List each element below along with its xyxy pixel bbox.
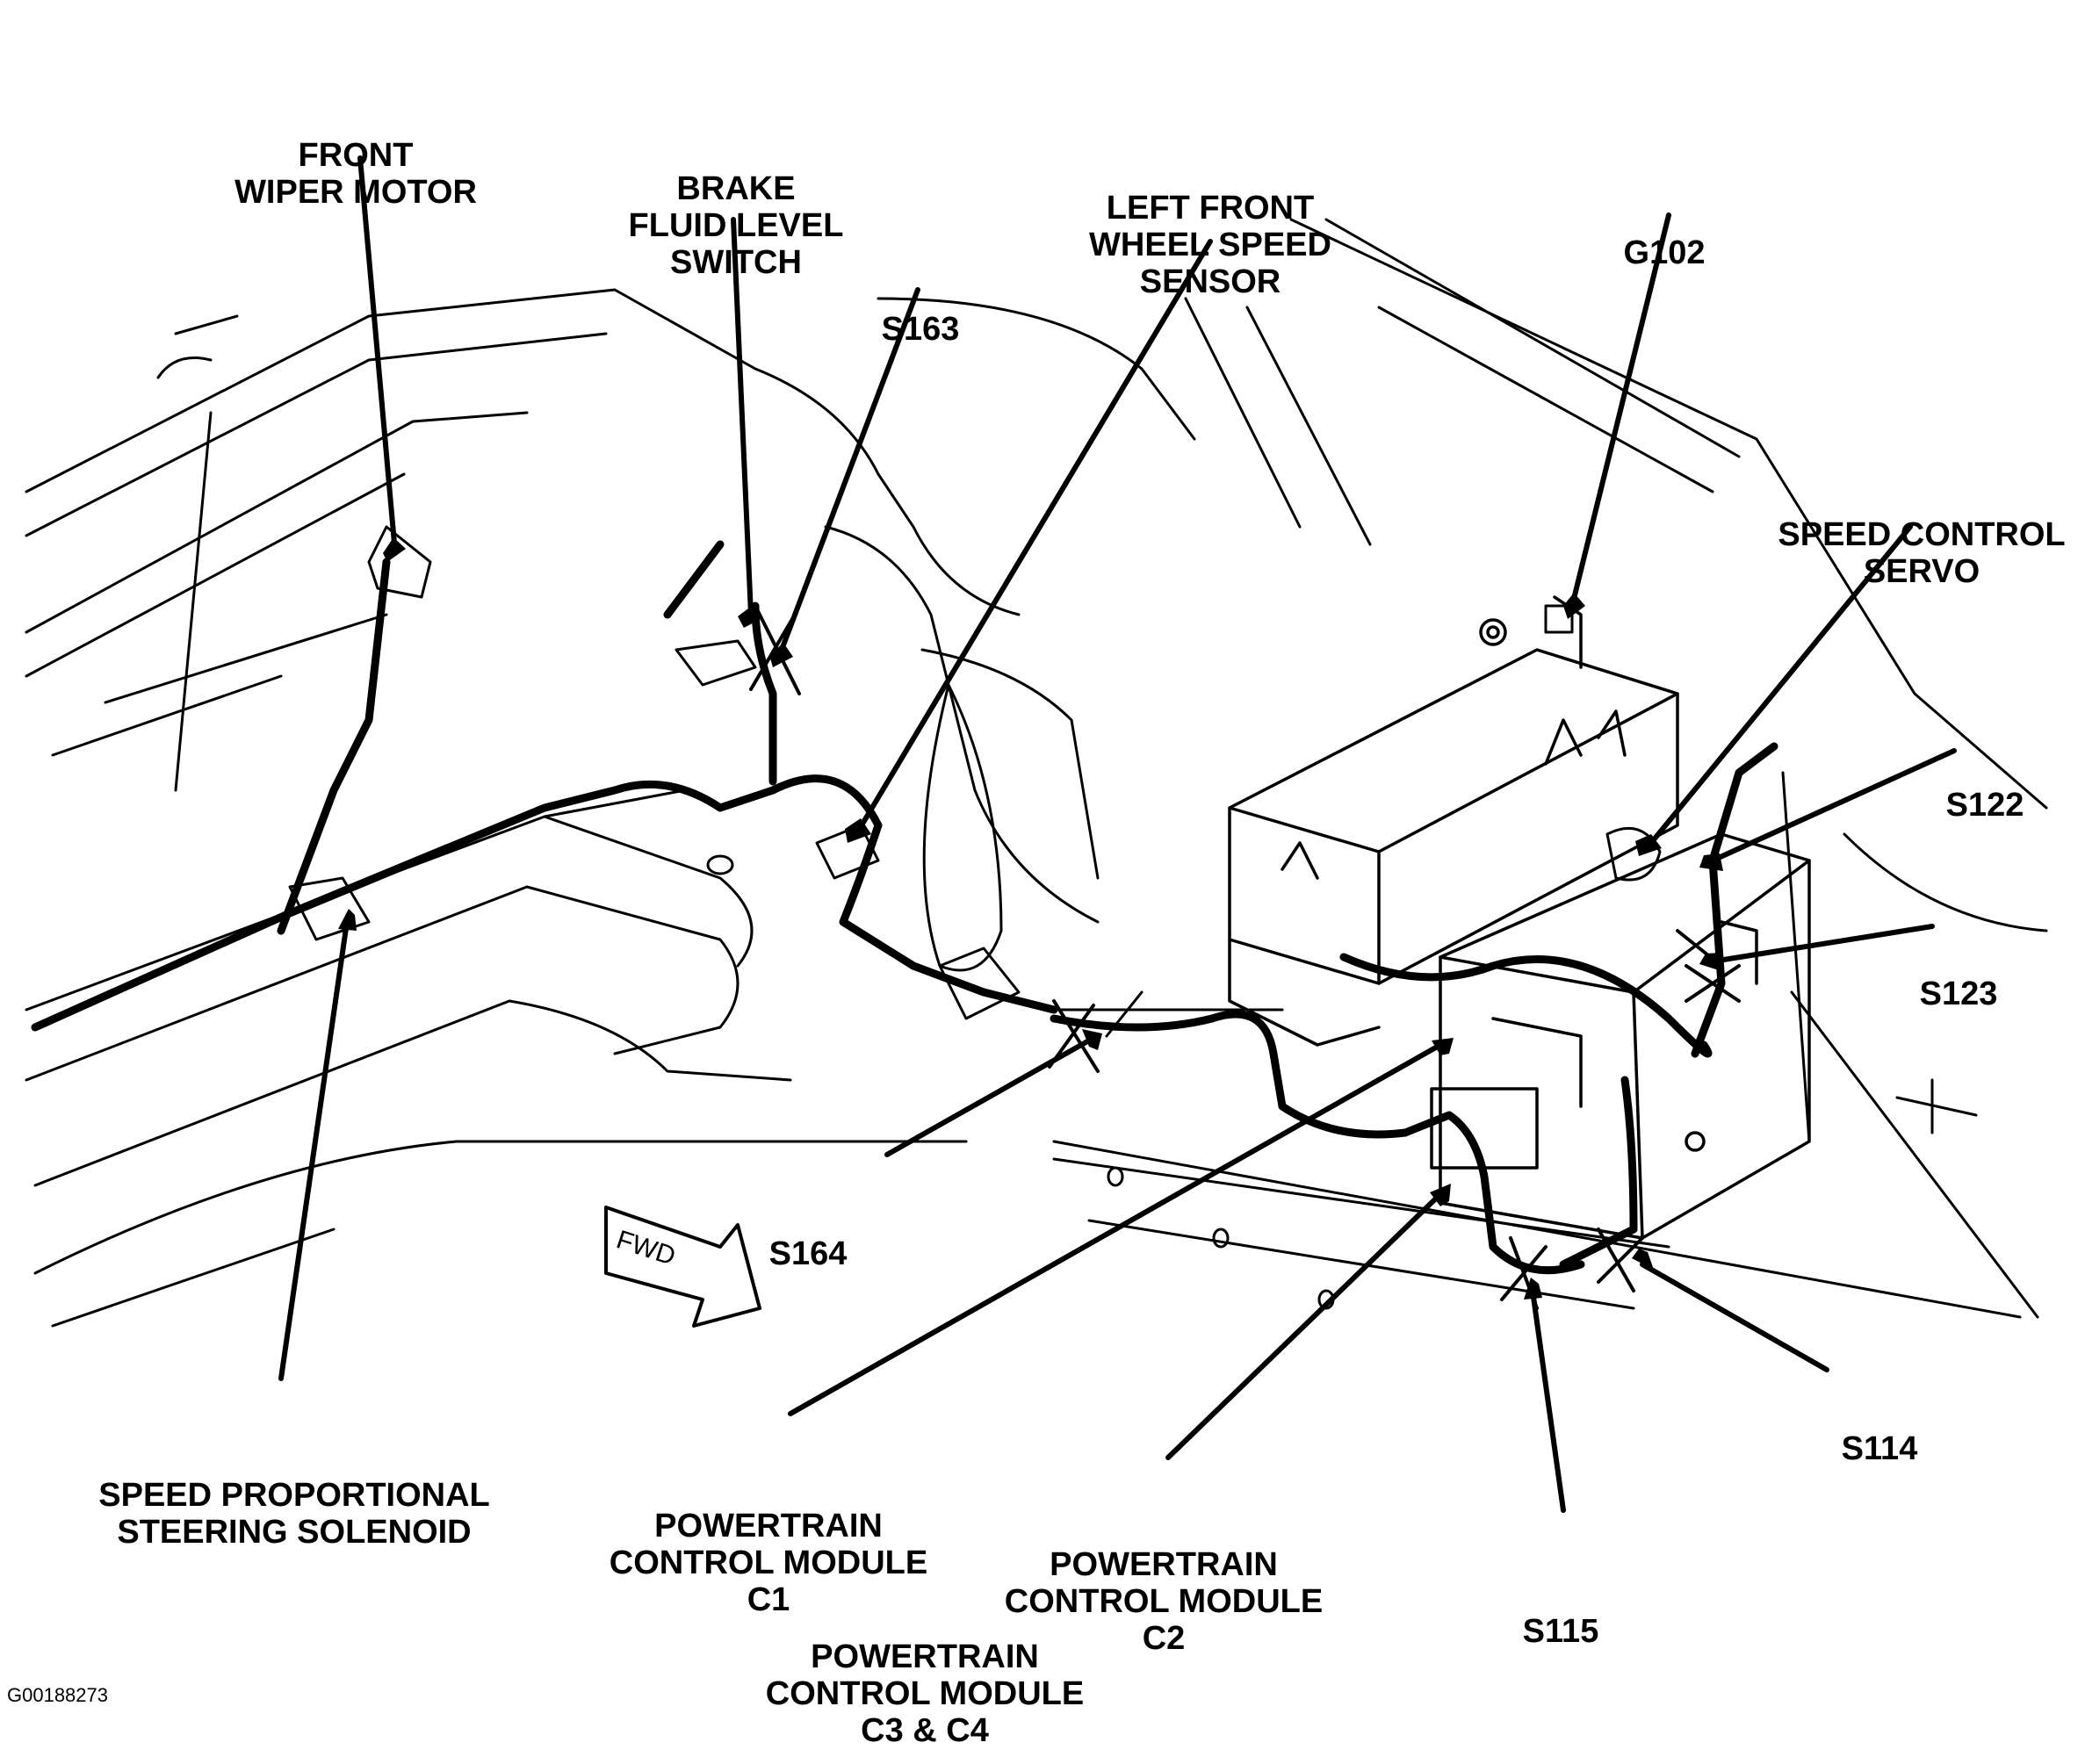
fwd-arrow-label: FWD [613, 1225, 679, 1271]
label-g102: G102 [1623, 234, 1706, 271]
leader-lines [278, 155, 1957, 1513]
figure-code: G00188273 [7, 1684, 108, 1706]
power-distribution-center [1228, 595, 1679, 1047]
fender-right [1289, 218, 2048, 1319]
label-s123: S123 [1919, 976, 1998, 1012]
cowl-structure [25, 288, 757, 792]
strut-tower [754, 297, 1372, 1038]
label-s115: S115 [1522, 1613, 1599, 1650]
fwd-arrow-shape [604, 1206, 761, 1328]
wiring-harness [31, 540, 1778, 1275]
label-s114: S114 [1841, 1430, 1918, 1467]
label-s122: S122 [1945, 787, 2024, 824]
arrowheads [338, 537, 1723, 1300]
label-s163: S163 [881, 311, 960, 348]
label-s164: S164 [768, 1235, 848, 1272]
